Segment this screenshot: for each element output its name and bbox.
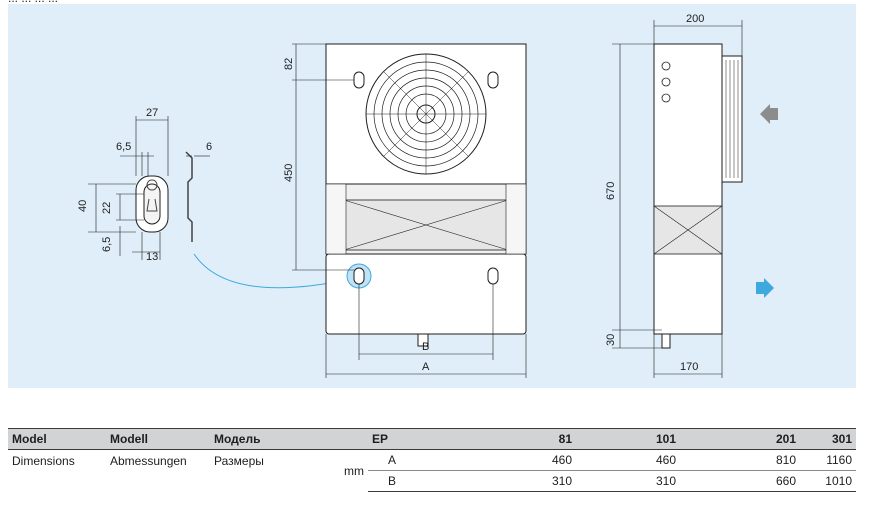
dim-40: 40 [77, 200, 89, 212]
mounting-bracket-detail [88, 116, 210, 260]
dim-670: 670 [605, 182, 617, 200]
label-dimensions-ru: Размеры [214, 454, 264, 468]
evaporator-front-view [325, 43, 527, 347]
technical-drawing: 27 6,5 6 40 22 6,5 13 [8, 4, 856, 388]
table-header-row: Model Modell Модель EP 81 101 201 301 [8, 428, 856, 450]
bracket-slot [143, 183, 161, 225]
dim-22: 22 [101, 202, 113, 214]
dim-450: 450 [283, 164, 295, 182]
value-B-81: 310 [472, 470, 576, 492]
dim-82: 82 [283, 58, 295, 70]
bracket-side-profile [185, 151, 193, 242]
dim-A: A [422, 361, 430, 373]
header-301: 301 [800, 428, 856, 450]
header-81: 81 [472, 428, 576, 450]
label-dimensions-ru-cell: Размеры mm [210, 450, 368, 492]
dim-27: 27 [146, 107, 158, 119]
header-model-de: Modell [106, 428, 210, 450]
value-A-81: 460 [551, 453, 572, 467]
table-row: Dimensions Abmessungen Размеры mm A 460 … [8, 450, 856, 478]
fan-spokes [366, 54, 486, 174]
header-ep: EP [368, 428, 472, 450]
side-dimension-lines [612, 20, 743, 378]
coil-cross [343, 199, 509, 251]
label-dimensions-de: Abmessungen [110, 454, 187, 468]
value-A-101: 460 [655, 453, 676, 467]
header-201: 201 [680, 428, 800, 450]
value-B-201: 660 [680, 470, 800, 492]
dim-6: 6 [206, 141, 212, 153]
param-A: A [388, 453, 397, 467]
mount-hole-top-left [353, 71, 365, 89]
value-B-101: 310 [576, 470, 680, 492]
param-B: B [368, 470, 472, 492]
unit-mm: mm [344, 464, 364, 478]
air-inlet-arrow-icon [760, 104, 778, 124]
air-outlet-arrow-icon [756, 278, 774, 298]
front-dimension-lines [292, 43, 527, 378]
header-model-ru: Модель [210, 428, 368, 450]
value-A-201: 810 [775, 453, 796, 467]
detail-callout-arrow [193, 253, 347, 289]
value-B-301: 1010 [800, 470, 856, 492]
side-drain-pipe [661, 333, 671, 349]
mount-hole-bottom-left [353, 267, 365, 285]
evaporator-side-view [653, 43, 743, 349]
dim-6-5-bottom: 6,5 [101, 237, 113, 252]
dim-6-5-top: 6,5 [116, 141, 131, 153]
label-dimensions-en: Dimensions [12, 454, 75, 468]
dimensions-table: Model Modell Модель EP 81 101 201 301 Di… [8, 428, 856, 492]
drain-pipe [417, 333, 429, 347]
table-row: B 310 310 660 1010 [8, 470, 856, 492]
side-fan-guard [721, 55, 743, 183]
mount-hole-top-right [487, 71, 499, 89]
dim-B: B [422, 341, 429, 353]
dim-170: 170 [680, 361, 698, 373]
mount-hole-bottom-right [487, 267, 499, 285]
header-model-en: Model [8, 428, 106, 450]
header-101: 101 [576, 428, 680, 450]
dim-13: 13 [146, 251, 158, 263]
dim-200: 200 [686, 13, 704, 25]
keyhole-shape [146, 179, 158, 212]
value-A-301: 1160 [826, 453, 852, 467]
header-fragment: ... ... ... ... [8, 0, 58, 5]
dim-30: 30 [605, 334, 617, 346]
side-body [653, 43, 723, 335]
